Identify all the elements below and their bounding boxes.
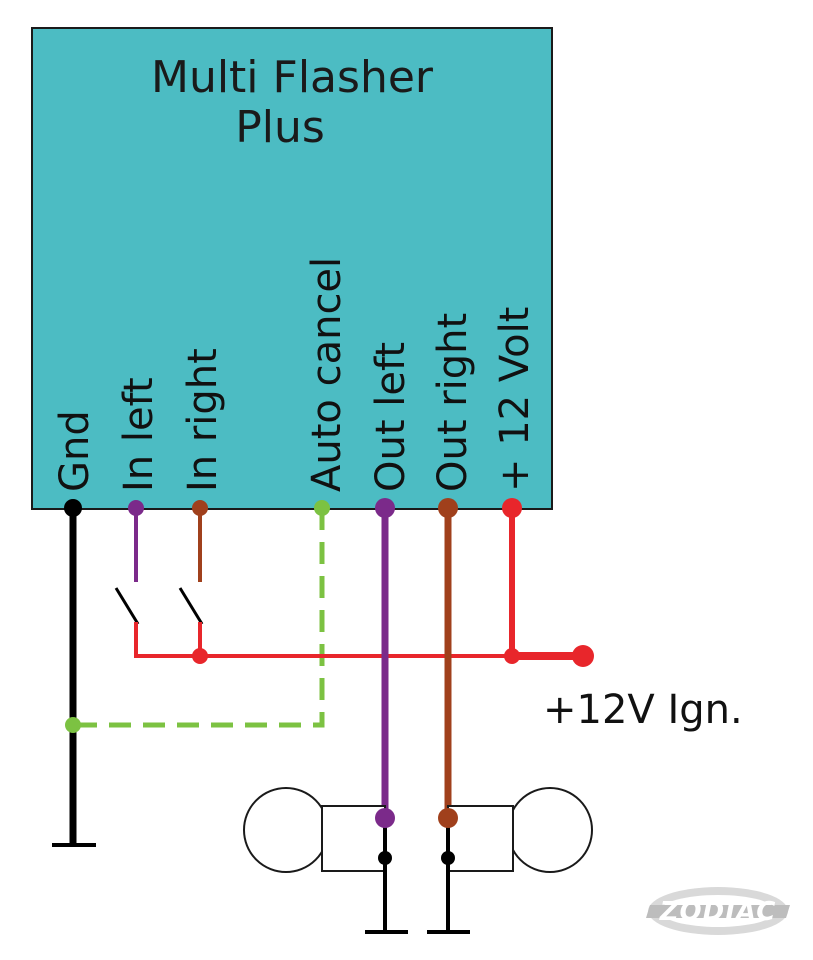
wire-auto-cancel <box>73 508 325 728</box>
switch-left-lever <box>114 587 140 625</box>
bulb-left-terminal <box>375 808 395 828</box>
bulb-right <box>427 787 593 934</box>
module-box <box>31 27 553 510</box>
pin-dot-in-left <box>128 500 144 516</box>
bulb-left-ground-dot <box>378 851 392 865</box>
bulb-left <box>243 787 408 934</box>
junction-auto-cancel-gnd <box>65 717 81 733</box>
pin-dot-out-right <box>438 498 458 518</box>
pin-label-in-right: In right <box>180 348 226 492</box>
pin-dot-12v <box>502 498 522 518</box>
pin-label-out-right: Out right <box>430 313 476 492</box>
pin-label-plus-12-volt: + 12 Volt <box>492 307 538 492</box>
module-title-line2: Plus <box>235 102 325 153</box>
supply-terminal <box>572 645 594 667</box>
supply-label: +12V Ign. <box>543 687 743 733</box>
module-title-line1: Multi Flasher <box>151 52 434 103</box>
bulb-right-ground-dot <box>441 851 455 865</box>
pin-dot-auto-cancel <box>314 500 330 516</box>
pin-label-out-left: Out left <box>368 342 414 492</box>
svg-text:ZODIAC: ZODIAC <box>659 897 777 927</box>
pin-label-in-left: In left <box>116 377 162 492</box>
junction-switch-right <box>192 648 208 664</box>
bulb-right-terminal <box>438 808 458 828</box>
pin-dot-gnd <box>64 499 82 517</box>
junction-12v <box>504 648 520 664</box>
pin-dot-in-right <box>192 500 208 516</box>
pin-label-auto-cancel: Auto cancel <box>304 257 350 492</box>
zodiac-logo: ZODIAC <box>646 887 790 935</box>
switch-right-lever <box>178 587 204 625</box>
pin-label-gnd: Gnd <box>52 410 98 492</box>
pin-dot-out-left <box>375 498 395 518</box>
